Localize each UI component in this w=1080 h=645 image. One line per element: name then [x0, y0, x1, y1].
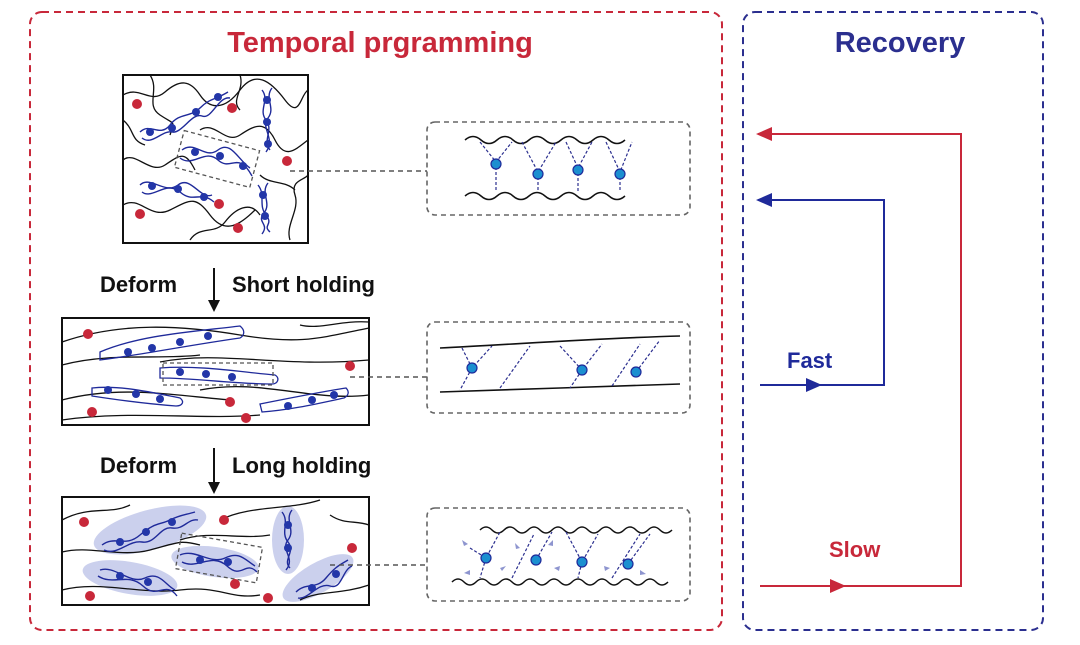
zoom-long-holding — [426, 507, 691, 602]
network-short-holding — [61, 317, 427, 426]
zoom-initial — [426, 121, 691, 216]
fast-label: Fast — [787, 348, 833, 373]
slow-recovery-path — [756, 127, 962, 593]
step2-holding-label: Long holding — [232, 453, 371, 478]
fast-recovery-path — [756, 193, 885, 392]
network-long-holding — [61, 496, 427, 606]
slow-label: Slow — [829, 537, 881, 562]
programming-panel — [29, 11, 723, 631]
zoom-short-holding — [426, 321, 691, 414]
step1-deform-label: Deform — [100, 272, 177, 297]
recovery-panel — [742, 11, 1044, 631]
step2-deform-label: Deform — [100, 453, 177, 478]
programming-title: Temporal prgramming — [227, 27, 533, 59]
recovery-title: Recovery — [835, 27, 966, 59]
step1-holding-label: Short holding — [232, 272, 375, 297]
network-initial — [122, 74, 427, 244]
